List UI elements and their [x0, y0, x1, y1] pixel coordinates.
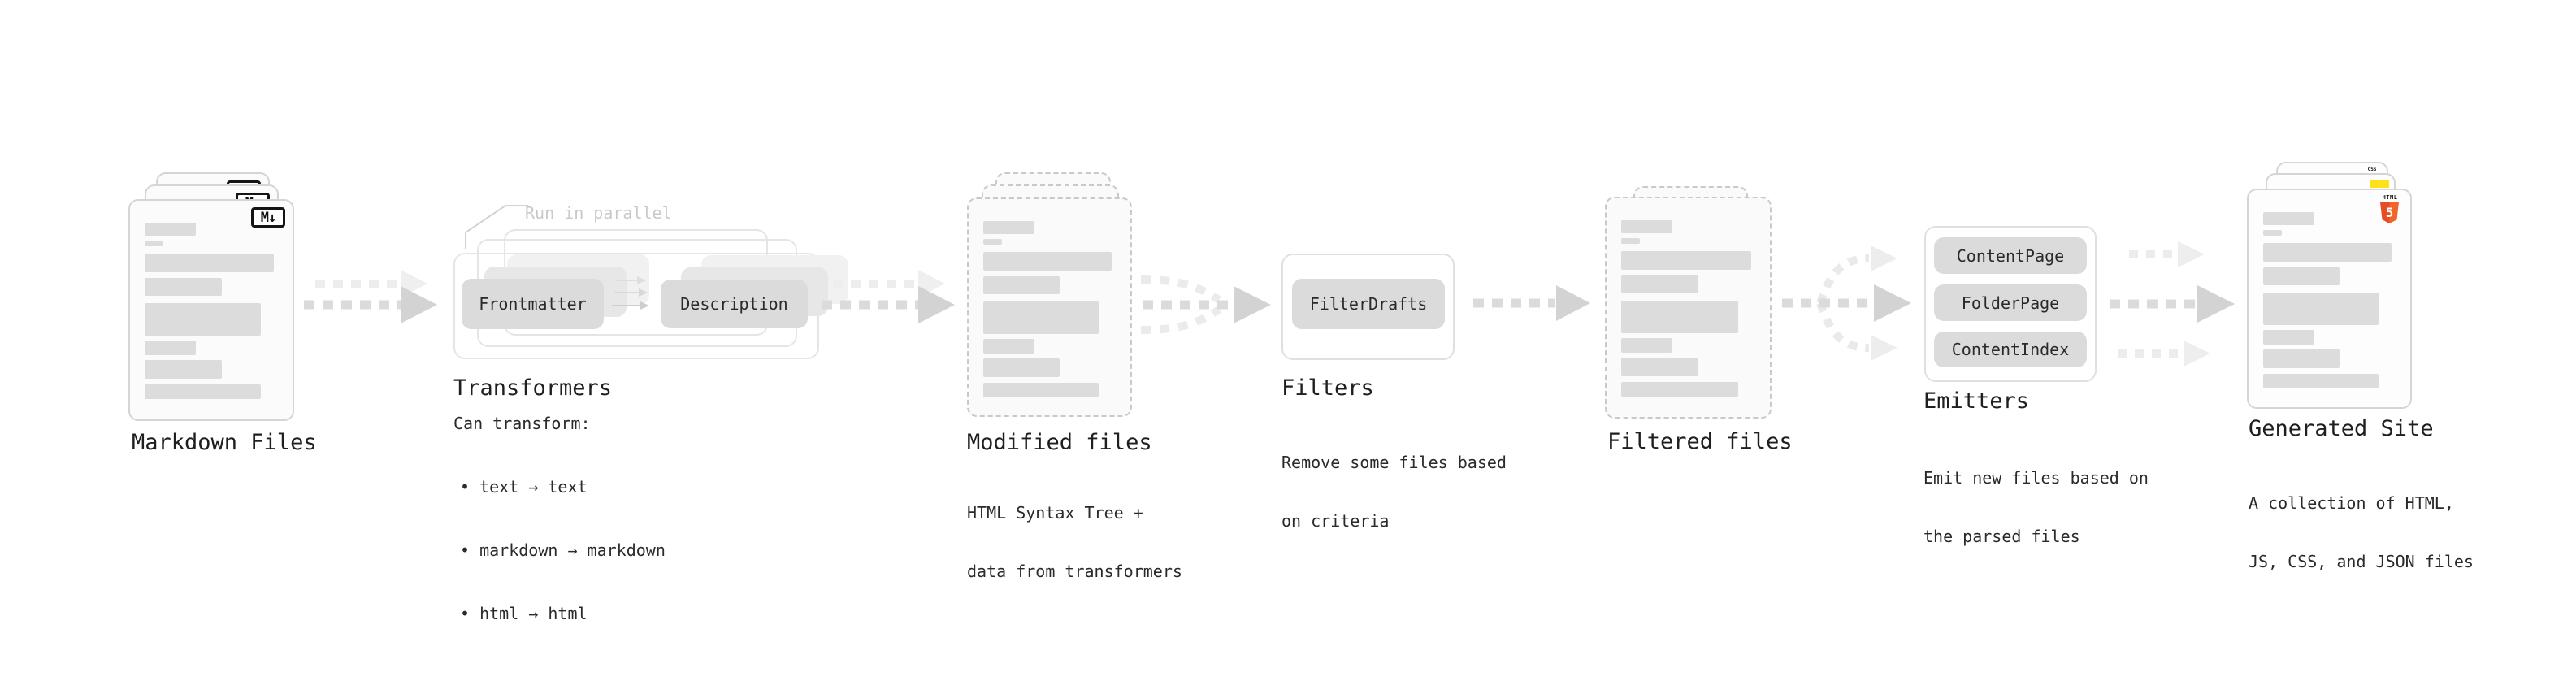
subtitle-line: on criteria — [1281, 511, 1390, 531]
modified-files-label: Modified files — [967, 430, 1152, 455]
text-line-placeholder — [983, 358, 1060, 377]
document-text-placeholder — [145, 223, 280, 399]
js-file-icon — [2370, 180, 2389, 188]
text-line-placeholder — [145, 340, 197, 355]
text-line-placeholder — [2263, 293, 2379, 325]
text-line-placeholder — [1621, 358, 1699, 376]
text-line-placeholder — [2263, 230, 2283, 236]
contentpage-emitter-box: ContentPage — [1934, 237, 2087, 274]
subtitle-line: JS, CSS, and JSON files — [2249, 552, 2474, 571]
markdown-files-label: Markdown Files — [132, 430, 317, 455]
arrow-transformers-to-modified — [822, 270, 955, 323]
text-line-placeholder — [983, 301, 1099, 334]
filtered-file-page-front — [1605, 197, 1772, 419]
modified-file-page-front — [967, 197, 1132, 417]
text-line-placeholder — [145, 278, 222, 296]
arrow-filters-to-filtered — [1473, 285, 1590, 321]
filtered-files-label: Filtered files — [1607, 429, 1793, 454]
subtitle-line: HTML Syntax Tree + — [967, 503, 1143, 523]
text-line-placeholder — [1621, 275, 1699, 293]
html5-icon-word: HTML — [2382, 194, 2398, 201]
arrow-emitters-to-site — [2110, 241, 2235, 367]
text-line-placeholder — [2263, 267, 2340, 285]
text-line-placeholder — [983, 239, 1003, 245]
filters-subtitle: Remove some files based on criteria — [1281, 414, 1507, 570]
html5-icon-shield: 5 — [2380, 202, 2399, 223]
text-line-placeholder — [145, 223, 197, 236]
modified-files-subtitle: HTML Syntax Tree + data from transformer… — [967, 464, 1182, 620]
site-page-html: HTML 5 — [2247, 189, 2412, 409]
text-line-placeholder — [983, 221, 1034, 234]
filterdrafts-box: FilterDrafts — [1292, 279, 1445, 329]
bullet-item: • html → html — [460, 604, 588, 623]
text-line-placeholder — [983, 252, 1112, 271]
text-line-placeholder — [1621, 338, 1673, 353]
markdown-icon: M↓ — [251, 207, 285, 228]
subtitle-line: Remove some files based — [1281, 453, 1507, 472]
bullet-item: • text → text — [460, 477, 588, 497]
markdown-file-page-front: M↓ — [128, 199, 294, 421]
text-line-placeholder — [1621, 238, 1641, 244]
arrow-modified-to-filters — [1140, 275, 1271, 334]
subtitle-line: A collection of HTML, — [2249, 493, 2454, 513]
transformers-subtitle: Can transform: — [453, 414, 591, 433]
arrow-markdown-to-transformers — [304, 270, 437, 323]
text-line-placeholder — [983, 339, 1034, 354]
subtitle-line: data from transformers — [967, 562, 1182, 581]
text-line-placeholder — [983, 383, 1099, 397]
document-text-placeholder — [983, 221, 1117, 397]
text-line-placeholder — [2263, 212, 2314, 225]
text-line-placeholder — [2263, 374, 2379, 388]
contentindex-emitter-box: ContentIndex — [1934, 332, 2087, 367]
html5-icon: HTML 5 — [2380, 194, 2400, 223]
text-line-placeholder — [1621, 301, 1738, 333]
text-line-placeholder — [2263, 330, 2314, 345]
text-line-placeholder — [983, 276, 1060, 294]
emitters-label: Emitters — [1923, 388, 2030, 414]
text-line-placeholder — [2263, 349, 2340, 368]
text-line-placeholder — [1621, 220, 1673, 233]
annotation-leader-line — [465, 205, 528, 249]
subtitle-line: Emit new files based on — [1923, 468, 2149, 488]
text-line-placeholder — [145, 254, 275, 272]
transformers-bullet-list: • text → text • markdown → markdown • ht… — [460, 434, 666, 666]
frontmatter-transformer-box: Frontmatter — [462, 279, 604, 329]
text-line-placeholder — [1621, 251, 1752, 270]
text-line-placeholder — [145, 384, 261, 399]
transformer-chain-arrows — [612, 276, 649, 310]
generated-site-label: Generated Site — [2249, 416, 2434, 441]
arrow-filtered-to-emitters — [1782, 245, 1911, 361]
bullet-item: • markdown → markdown — [460, 540, 666, 560]
run-in-parallel-annotation: Run in parallel — [525, 203, 672, 223]
text-line-placeholder — [1621, 382, 1738, 397]
folderpage-emitter-box: FolderPage — [1934, 284, 2087, 321]
description-transformer-box: Description — [661, 280, 808, 328]
document-text-placeholder — [2263, 212, 2397, 388]
subtitle-line: the parsed files — [1923, 527, 2080, 546]
generated-site-subtitle: A collection of HTML, JS, CSS, and JSON … — [2249, 454, 2474, 610]
document-text-placeholder — [1621, 220, 1757, 397]
emitters-subtitle: Emit new files based on the parsed files — [1923, 429, 2149, 585]
text-line-placeholder — [145, 241, 164, 246]
transformers-label: Transformers — [453, 375, 613, 401]
text-line-placeholder — [145, 360, 222, 379]
text-line-placeholder — [145, 303, 261, 336]
text-line-placeholder — [2263, 243, 2392, 262]
filters-label: Filters — [1281, 375, 1374, 401]
